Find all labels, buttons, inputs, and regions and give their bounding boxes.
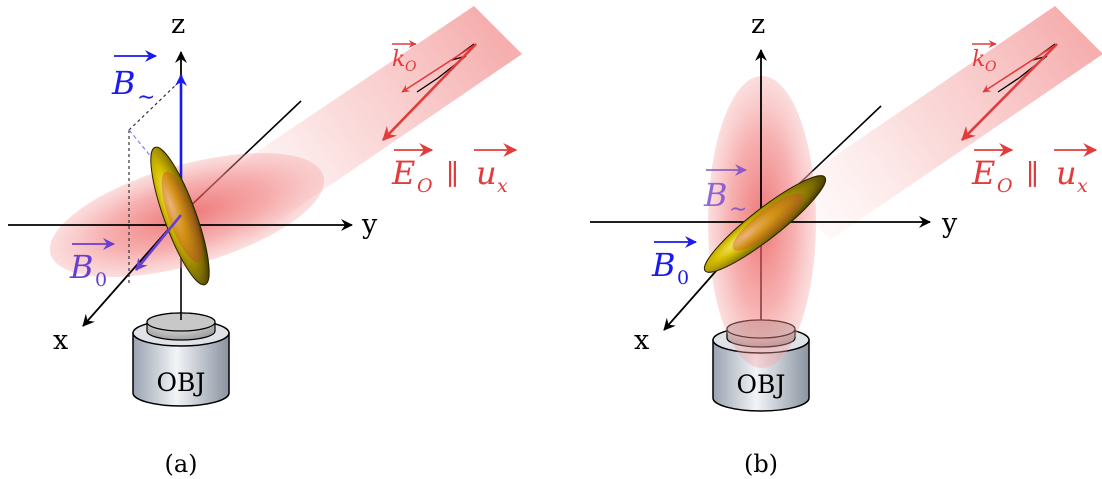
- svg-text:u: u: [476, 154, 497, 192]
- svg-text:O: O: [985, 59, 997, 75]
- z-axis-label: z: [171, 9, 185, 40]
- b0-label-a: B 0: [69, 238, 115, 291]
- objective-a: OBJ: [132, 312, 230, 407]
- y-axis-label: y: [361, 209, 378, 240]
- e-field-arrow: [382, 43, 477, 141]
- svg-text:∥: ∥: [446, 158, 459, 191]
- k-label-b: k O: [972, 40, 997, 75]
- svg-text:B: B: [703, 176, 728, 214]
- svg-text:B: B: [69, 248, 94, 286]
- caption-b: (b): [744, 450, 778, 478]
- svg-text:E: E: [391, 154, 415, 192]
- panel-a: OBJ y z x k O: [8, 6, 522, 478]
- x-axis-label: x: [53, 325, 68, 356]
- k-vector-arrow: [982, 43, 1058, 93]
- svg-text:∼: ∼: [729, 197, 747, 222]
- panel-b: OBJ y z x k O E O ∥: [590, 6, 1102, 478]
- x-axis-label: x: [634, 325, 649, 356]
- svg-text:O: O: [997, 175, 1013, 197]
- svg-text:x: x: [1077, 175, 1088, 197]
- svg-text:0: 0: [677, 267, 689, 289]
- svg-text:B: B: [651, 246, 676, 284]
- svg-text:O: O: [417, 175, 433, 197]
- z-axis-label: z: [751, 9, 765, 40]
- svg-text:E: E: [971, 154, 995, 192]
- svg-text:∥: ∥: [1026, 158, 1039, 191]
- k-label-a: k O: [392, 40, 417, 75]
- y-axis-label: y: [941, 208, 958, 239]
- svg-text:0: 0: [95, 269, 107, 291]
- svg-text:O: O: [405, 59, 417, 75]
- svg-text:x: x: [497, 175, 508, 197]
- caption-a: (a): [164, 450, 197, 478]
- svg-text:B: B: [111, 64, 136, 102]
- b0-arrow: [134, 214, 183, 271]
- e-label-a: E O ∥ u x: [391, 143, 518, 197]
- objective-label: OBJ: [157, 368, 206, 397]
- b-tilde-label-b: B ∼: [703, 164, 747, 222]
- gold-nanorod: [703, 175, 827, 273]
- svg-text:u: u: [1056, 154, 1077, 192]
- k-vector-arrow: [401, 43, 477, 93]
- b-tilde-label-a: B ∼: [111, 50, 157, 110]
- objective-label: OBJ: [737, 370, 786, 399]
- e-field-arrow: [961, 43, 1058, 141]
- laser-beam: [782, 6, 1102, 240]
- b0-label-b: B 0: [651, 236, 697, 289]
- svg-text:k: k: [972, 47, 985, 72]
- e-label-b: E O ∥ u x: [971, 143, 1098, 197]
- construction-lines: [128, 79, 182, 283]
- svg-text:∼: ∼: [137, 85, 155, 110]
- svg-text:k: k: [392, 47, 405, 72]
